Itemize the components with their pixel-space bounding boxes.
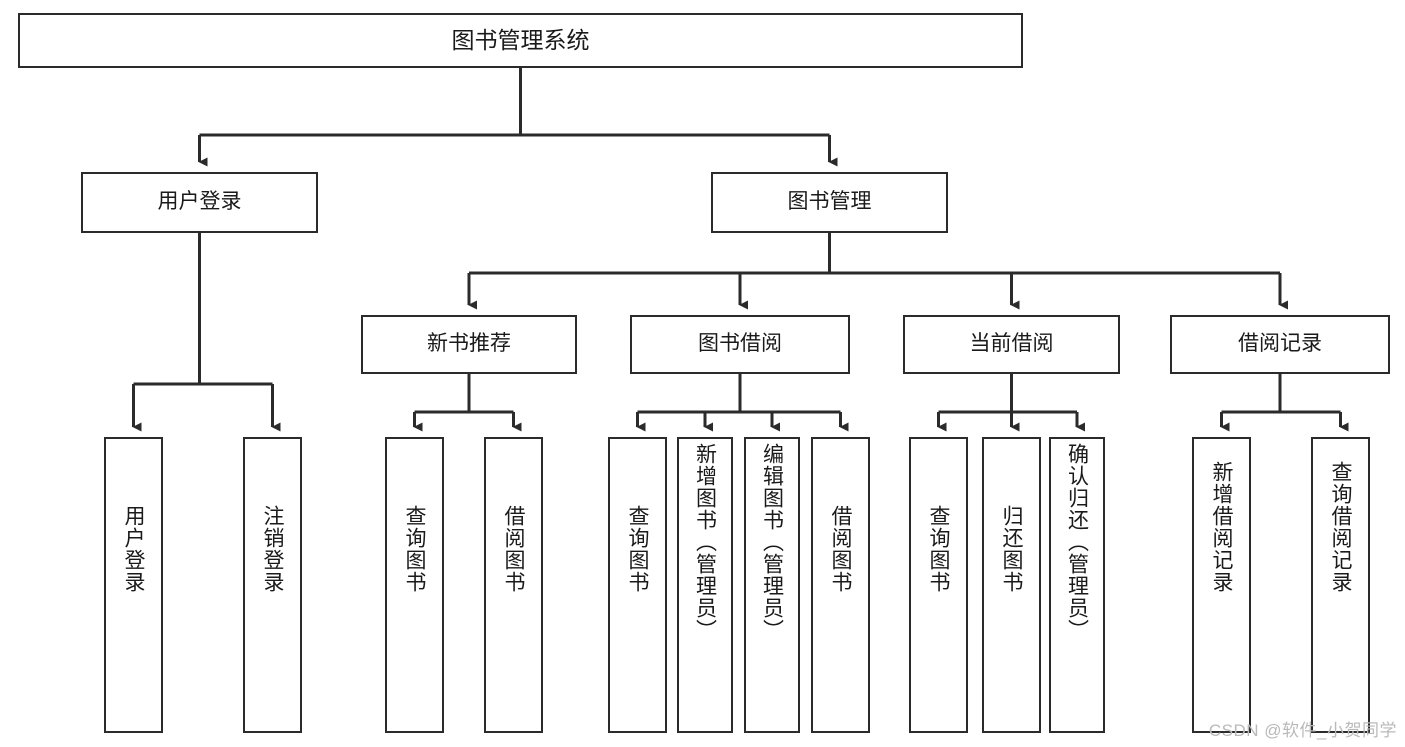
node-label: 新增借阅记录 bbox=[1210, 461, 1233, 593]
node-label: 编辑图书（管理员） bbox=[760, 443, 784, 641]
node-records[interactable]: 借阅记录 bbox=[1170, 315, 1390, 374]
node-leaf-bl-add[interactable]: 新增图书（管理员） bbox=[677, 437, 733, 733]
node-leaf-user-logout[interactable]: 注销登录 bbox=[243, 437, 302, 733]
node-leaf-cur-query[interactable]: 查询图书 bbox=[909, 437, 968, 733]
node-newbook[interactable]: 新书推荐 bbox=[361, 315, 577, 374]
node-label: 查询图书 bbox=[927, 505, 950, 593]
node-leaf-cur-confirm[interactable]: 确认归还（管理员） bbox=[1049, 437, 1105, 733]
node-label: 当前借阅 bbox=[969, 332, 1054, 356]
node-label: 注销登录 bbox=[261, 505, 284, 593]
node-label: 用户登录 bbox=[122, 505, 145, 593]
node-leaf-bl-borrow[interactable]: 借阅图书 bbox=[811, 437, 870, 733]
node-label: 查询图书 bbox=[626, 505, 649, 593]
node-label: 借阅图书 bbox=[502, 505, 525, 593]
node-bookmgmt[interactable]: 图书管理 bbox=[711, 172, 948, 233]
node-label: 确认归还（管理员） bbox=[1065, 443, 1089, 641]
node-borrow[interactable]: 图书借阅 bbox=[630, 315, 850, 374]
node-label: 图书借阅 bbox=[698, 332, 782, 356]
node-label: 借阅图书 bbox=[829, 505, 852, 593]
node-current[interactable]: 当前借阅 bbox=[903, 315, 1120, 374]
node-label: 用户登录 bbox=[157, 190, 242, 214]
node-leaf-rec-query[interactable]: 查询借阅记录 bbox=[1311, 437, 1370, 733]
node-leaf-bl-query[interactable]: 查询图书 bbox=[608, 437, 667, 733]
node-leaf-user-login[interactable]: 用户登录 bbox=[104, 437, 163, 733]
node-leaf-bl-edit[interactable]: 编辑图书（管理员） bbox=[744, 437, 800, 733]
node-label: 新书推荐 bbox=[427, 332, 511, 356]
node-root[interactable]: 图书管理系统 bbox=[18, 13, 1023, 68]
node-label: 图书管理系统 bbox=[451, 27, 590, 54]
watermark-text: CSDN @软件_小贺同学 bbox=[1208, 721, 1397, 740]
node-label: 借阅记录 bbox=[1238, 332, 1322, 356]
node-leaf-nb-borrow[interactable]: 借阅图书 bbox=[484, 437, 543, 733]
node-label: 图书管理 bbox=[787, 190, 872, 214]
node-label: 新增图书（管理员） bbox=[693, 443, 717, 641]
node-label: 查询借阅记录 bbox=[1329, 461, 1352, 593]
node-leaf-rec-add[interactable]: 新增借阅记录 bbox=[1192, 437, 1251, 733]
node-login[interactable]: 用户登录 bbox=[81, 172, 318, 233]
node-label: 归还图书 bbox=[1000, 505, 1023, 593]
node-leaf-nb-query[interactable]: 查询图书 bbox=[385, 437, 444, 733]
node-leaf-cur-return[interactable]: 归还图书 bbox=[982, 437, 1041, 733]
node-label: 查询图书 bbox=[403, 505, 426, 593]
